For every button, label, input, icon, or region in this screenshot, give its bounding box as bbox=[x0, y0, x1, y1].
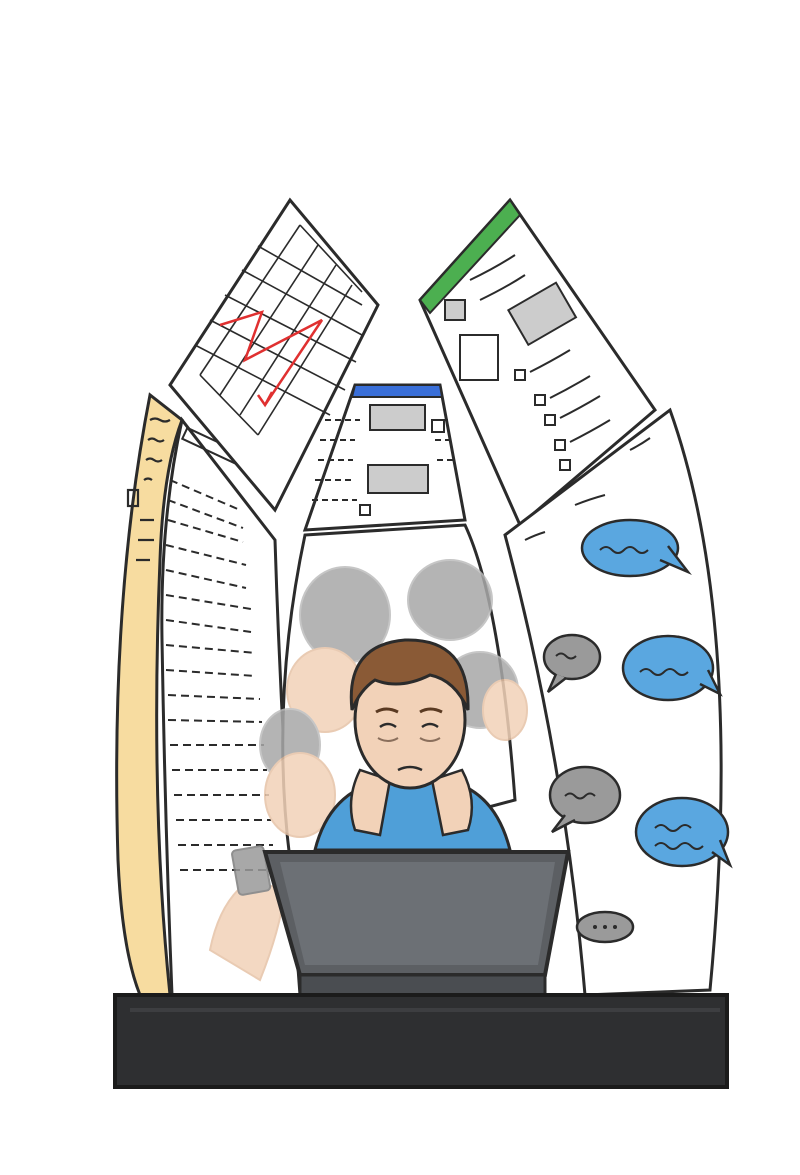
notes-scribbles bbox=[126, 417, 171, 562]
chat-panel bbox=[503, 407, 733, 997]
browser-window-icon bbox=[350, 384, 444, 398]
line-chart-down-icon bbox=[194, 224, 363, 436]
checklist-panel bbox=[418, 197, 658, 528]
chat-bubble-icon bbox=[580, 518, 692, 578]
ghost-figures bbox=[208, 559, 528, 982]
desk bbox=[113, 993, 729, 1089]
document-text-lines bbox=[165, 479, 275, 871]
worker-figure bbox=[313, 638, 512, 852]
browser-panel bbox=[302, 383, 467, 532]
checklist-icon bbox=[444, 254, 611, 471]
laptop-icon bbox=[262, 850, 571, 997]
chart-panel bbox=[168, 197, 380, 513]
smartphone-icon bbox=[231, 845, 272, 896]
